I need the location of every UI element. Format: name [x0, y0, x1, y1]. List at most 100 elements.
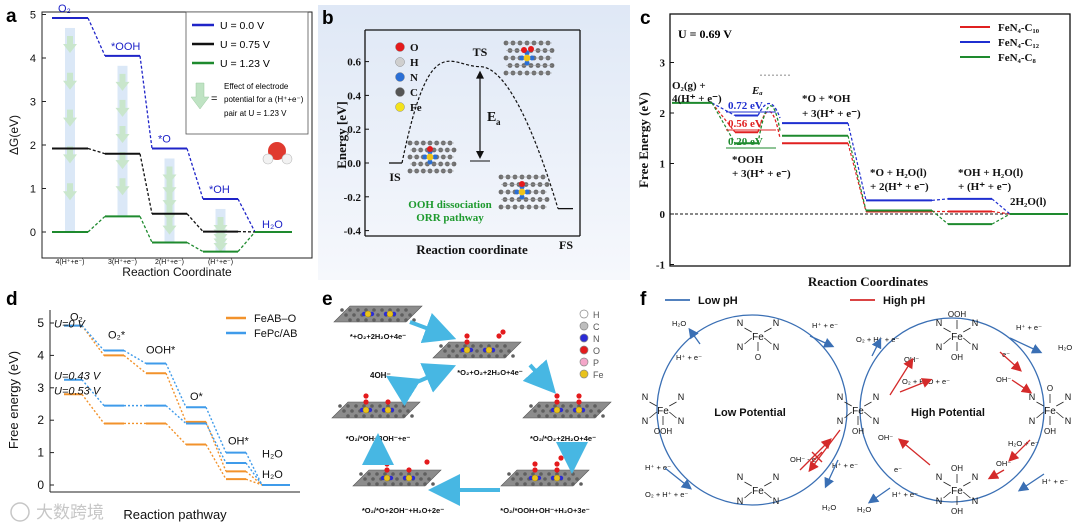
- carbon-atom: [367, 482, 371, 486]
- x-axis-label: Reaction Coordinates: [808, 274, 928, 289]
- fe-label: Fe: [1044, 406, 1056, 417]
- carbon-atom: [427, 477, 431, 481]
- down-arrow-icon: [213, 235, 228, 253]
- carbon-atom: [561, 404, 565, 408]
- panel-b-background: [318, 5, 630, 280]
- structure-5: [331, 393, 421, 419]
- connector-2-2: [165, 422, 187, 445]
- connector-1-c: [991, 198, 1011, 215]
- carbon-atom: [342, 409, 346, 413]
- carbon-atom: [410, 414, 414, 418]
- nitrogen-atom: [427, 159, 433, 165]
- ea-subscript: a: [496, 117, 501, 127]
- carbon-atom: [545, 404, 549, 408]
- legend-u075: U = 0.75 V: [220, 39, 270, 51]
- connector-1-0: [87, 147, 106, 155]
- carbon-atom: [511, 477, 515, 481]
- carbon-atom: [359, 472, 363, 476]
- connector-0-3: [237, 198, 256, 233]
- label-o2hpe-1: O₂ + H⁺ + e⁻: [645, 490, 688, 499]
- y-tick-label: 0: [37, 478, 44, 492]
- carbon-atom: [519, 477, 523, 481]
- carbon-atom: [593, 404, 597, 408]
- nitrogen-atom: [529, 55, 535, 61]
- n-label: N: [737, 342, 744, 352]
- nitrogen-atom: [514, 189, 520, 195]
- carbon-atom: [356, 318, 360, 322]
- axial-bottom-label: OH: [951, 507, 963, 516]
- y-axis-label: Energy [eV]: [334, 101, 349, 169]
- atom-legend-label: Fe: [593, 370, 604, 380]
- n-label: N: [737, 472, 744, 482]
- y-tick-label: 4: [37, 348, 44, 362]
- panel-label-f: f: [640, 289, 647, 310]
- fe-n-bond: [764, 327, 772, 333]
- species-label: *OOH: [111, 41, 140, 53]
- y-tick-label: 0: [660, 209, 666, 221]
- annotation-ooh-2: + 3(H⁺ + e⁻): [732, 168, 791, 180]
- connector-3-3: [205, 423, 227, 464]
- species-label: *OH: [209, 184, 230, 196]
- watermark-logo-icon: [10, 502, 30, 522]
- oxygen-atom: [521, 47, 527, 53]
- oxygen-atom: [554, 393, 560, 399]
- carbon-atom: [399, 482, 403, 486]
- carbon-atom: [431, 482, 435, 486]
- atom-legend-label: Fe: [410, 102, 422, 114]
- panel-d-energy-lines: [64, 324, 290, 486]
- barrier-2: [757, 105, 781, 144]
- label-h2o-3: H₂O: [1058, 343, 1072, 352]
- release-label: 4OH⁻: [370, 371, 391, 380]
- high-ph-arrow-4: [1008, 439, 1031, 462]
- ts-structure: [503, 40, 555, 76]
- legend-note-2: potential for a (H⁺+e⁻): [224, 95, 304, 104]
- atom-legend-label: P: [593, 358, 599, 368]
- carbon-atom: [404, 318, 408, 322]
- atom-legend-label: O: [593, 346, 600, 356]
- panel-a-potential-arrows: [63, 27, 228, 253]
- atom-o-icon: [395, 42, 405, 52]
- annotation-oh-h2o-1: *OH + H₂O(l): [958, 167, 1024, 179]
- connector-1-a: [847, 122, 867, 201]
- ts-label: TS: [473, 45, 488, 59]
- panel-label-c: c: [640, 8, 651, 29]
- oxygen-atom: [532, 467, 538, 473]
- label-hpe-7: H⁺ + e⁻: [892, 490, 918, 499]
- legend-label-0: FeN₄-C₁₀: [998, 22, 1040, 34]
- carbon-atom: [455, 354, 459, 358]
- species-label: O₂*: [108, 330, 126, 342]
- connector-1-4: [245, 452, 263, 486]
- caption-line-1: OOH dissociation: [408, 199, 491, 211]
- connector-2-a: [847, 135, 867, 211]
- annotation-o-oh-1: *O + *OH: [802, 93, 851, 105]
- iron-atom: [383, 474, 391, 482]
- down-arrow-icon: [162, 192, 177, 210]
- fs-label: FS: [559, 238, 573, 252]
- carbon-atom: [487, 354, 491, 358]
- release-arrow: [385, 375, 422, 407]
- x-axis-label: Reaction Coordinate: [122, 265, 232, 279]
- carbon-atom: [396, 318, 400, 322]
- label-hpe-5: H⁺ + e⁻: [1016, 323, 1042, 332]
- species-label-top: H₂O: [262, 448, 283, 460]
- down-arrow-icon: [63, 72, 77, 90]
- species-label: H₂O: [262, 469, 283, 481]
- carbon-atom: [503, 354, 507, 358]
- carbon-atom: [364, 318, 368, 322]
- carbon-atom: [495, 344, 499, 348]
- connector-3-4: [245, 462, 263, 486]
- carbon-atom: [575, 477, 579, 481]
- carbon-atom: [354, 404, 358, 408]
- water-molecule-icon: [262, 142, 293, 165]
- label-h2o-4: H₂O: [857, 505, 871, 514]
- label-hpe-2: H⁺ + e⁻: [812, 321, 838, 330]
- barrier-label: 0.56 eV: [728, 118, 763, 130]
- y-tick-label: 3: [37, 381, 44, 395]
- atom-o-icon: [579, 345, 589, 355]
- barrier-1: [757, 102, 781, 119]
- carbon-atom: [571, 472, 575, 476]
